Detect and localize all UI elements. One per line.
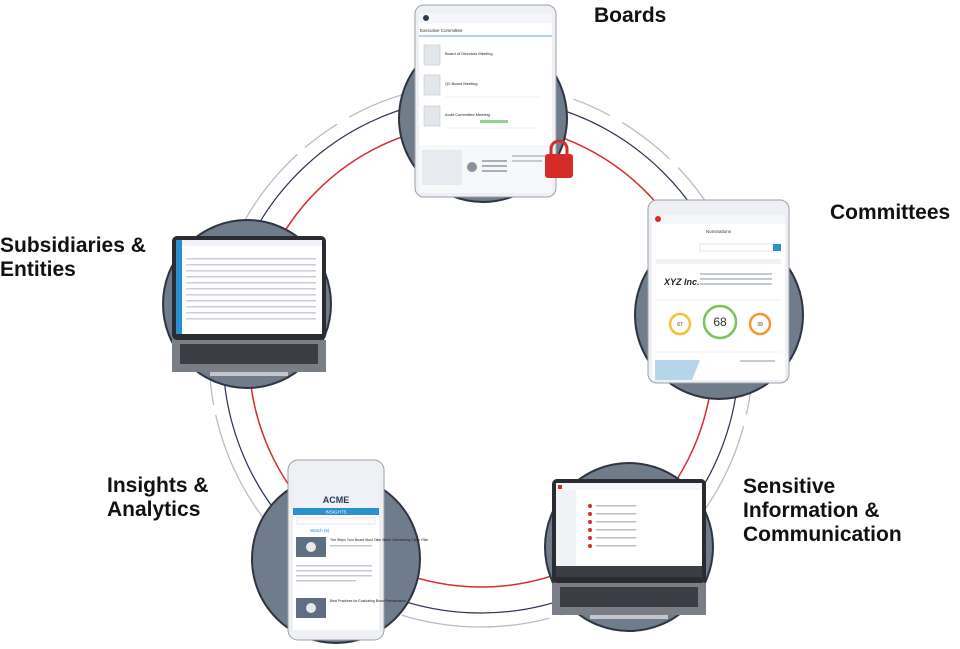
label-sensitive-line-3: Communication xyxy=(743,523,902,546)
subsidiaries-keyboard xyxy=(180,344,318,364)
label-insights: Insights & Analytics xyxy=(107,474,209,522)
node-subsidiaries xyxy=(162,219,332,389)
sensitive-keyboard xyxy=(560,587,698,607)
node-sensitive xyxy=(544,462,714,632)
node-insights: ACME INSIGHTS Watch (6) The Steps Your B… xyxy=(251,459,428,644)
label-committees: Committees xyxy=(830,201,950,225)
label-sensitive-line-2: Information & xyxy=(743,499,880,522)
label-subsidiaries-line-1: Subsidiaries & xyxy=(0,234,146,257)
node-committees: Nominations XYZ Inc. 67 68 39 xyxy=(634,199,804,400)
play-icon xyxy=(306,542,316,552)
label-subsidiaries: Subsidiaries & Entities xyxy=(0,234,146,282)
label-committees-line-1: Committees xyxy=(830,201,951,224)
subsidiaries-sidebar xyxy=(176,240,182,334)
committees-score-right: 39 xyxy=(757,322,763,328)
label-boards-line-1: Boards xyxy=(594,4,667,27)
label-insights-line-1: Insights & xyxy=(107,474,209,497)
lock-icon xyxy=(545,139,573,178)
play-icon xyxy=(306,603,316,613)
insights-app-header xyxy=(293,478,379,508)
insights-search-input[interactable] xyxy=(296,517,376,525)
insights-tab-bar xyxy=(293,508,379,515)
insights-tab[interactable]: INSIGHTS xyxy=(325,510,346,515)
committees-company-logo: XYZ Inc. xyxy=(663,277,700,287)
boards-item-2[interactable]: Q2 Board Meeting xyxy=(445,81,477,86)
committees-app-logo-icon xyxy=(655,216,661,222)
insights-article-1[interactable]: The Steps Your Board Must Take When Over… xyxy=(330,538,428,542)
boards-header-text: Executive Committee xyxy=(420,28,463,33)
label-sensitive: Sensitive Information & Communication xyxy=(743,475,902,547)
label-sensitive-line-1: Sensitive xyxy=(743,475,836,498)
committees-score-main: 68 xyxy=(713,315,727,329)
label-boards: Boards xyxy=(594,4,666,28)
sensitive-app-logo-icon xyxy=(558,485,562,489)
label-insights-line-2: Analytics xyxy=(107,498,201,521)
sensitive-message-list xyxy=(588,504,636,548)
boards-item-1[interactable]: Board of Directors Meeting xyxy=(445,51,493,56)
boards-avatar xyxy=(467,162,477,172)
boards-meeting-list: Board of Directors Meeting Q2 Board Meet… xyxy=(423,44,540,129)
committees-score-left: 67 xyxy=(677,322,683,328)
insights-section: Watch (6) xyxy=(310,528,330,533)
insights-article-2[interactable]: Best Practices for Evaluating Board Perf… xyxy=(330,599,406,603)
committees-search-input[interactable] xyxy=(699,243,773,252)
boards-app-logo-icon xyxy=(423,15,429,21)
sensitive-sidebar xyxy=(556,490,576,577)
insights-brand: ACME xyxy=(323,495,350,505)
boards-app-header xyxy=(419,13,552,23)
committees-tablet-screen xyxy=(652,215,785,380)
committees-title: Nominations xyxy=(706,229,732,234)
subsidiaries-table xyxy=(186,258,316,320)
node-boards: Executive Committee Board of Directors M… xyxy=(398,4,568,203)
boards-item-3[interactable]: Audit Committee Meeting xyxy=(445,112,490,117)
subsidiaries-laptop-screen xyxy=(176,240,322,334)
committees-search-button[interactable] xyxy=(773,244,781,251)
label-subsidiaries-line-2: Entities xyxy=(0,258,76,281)
